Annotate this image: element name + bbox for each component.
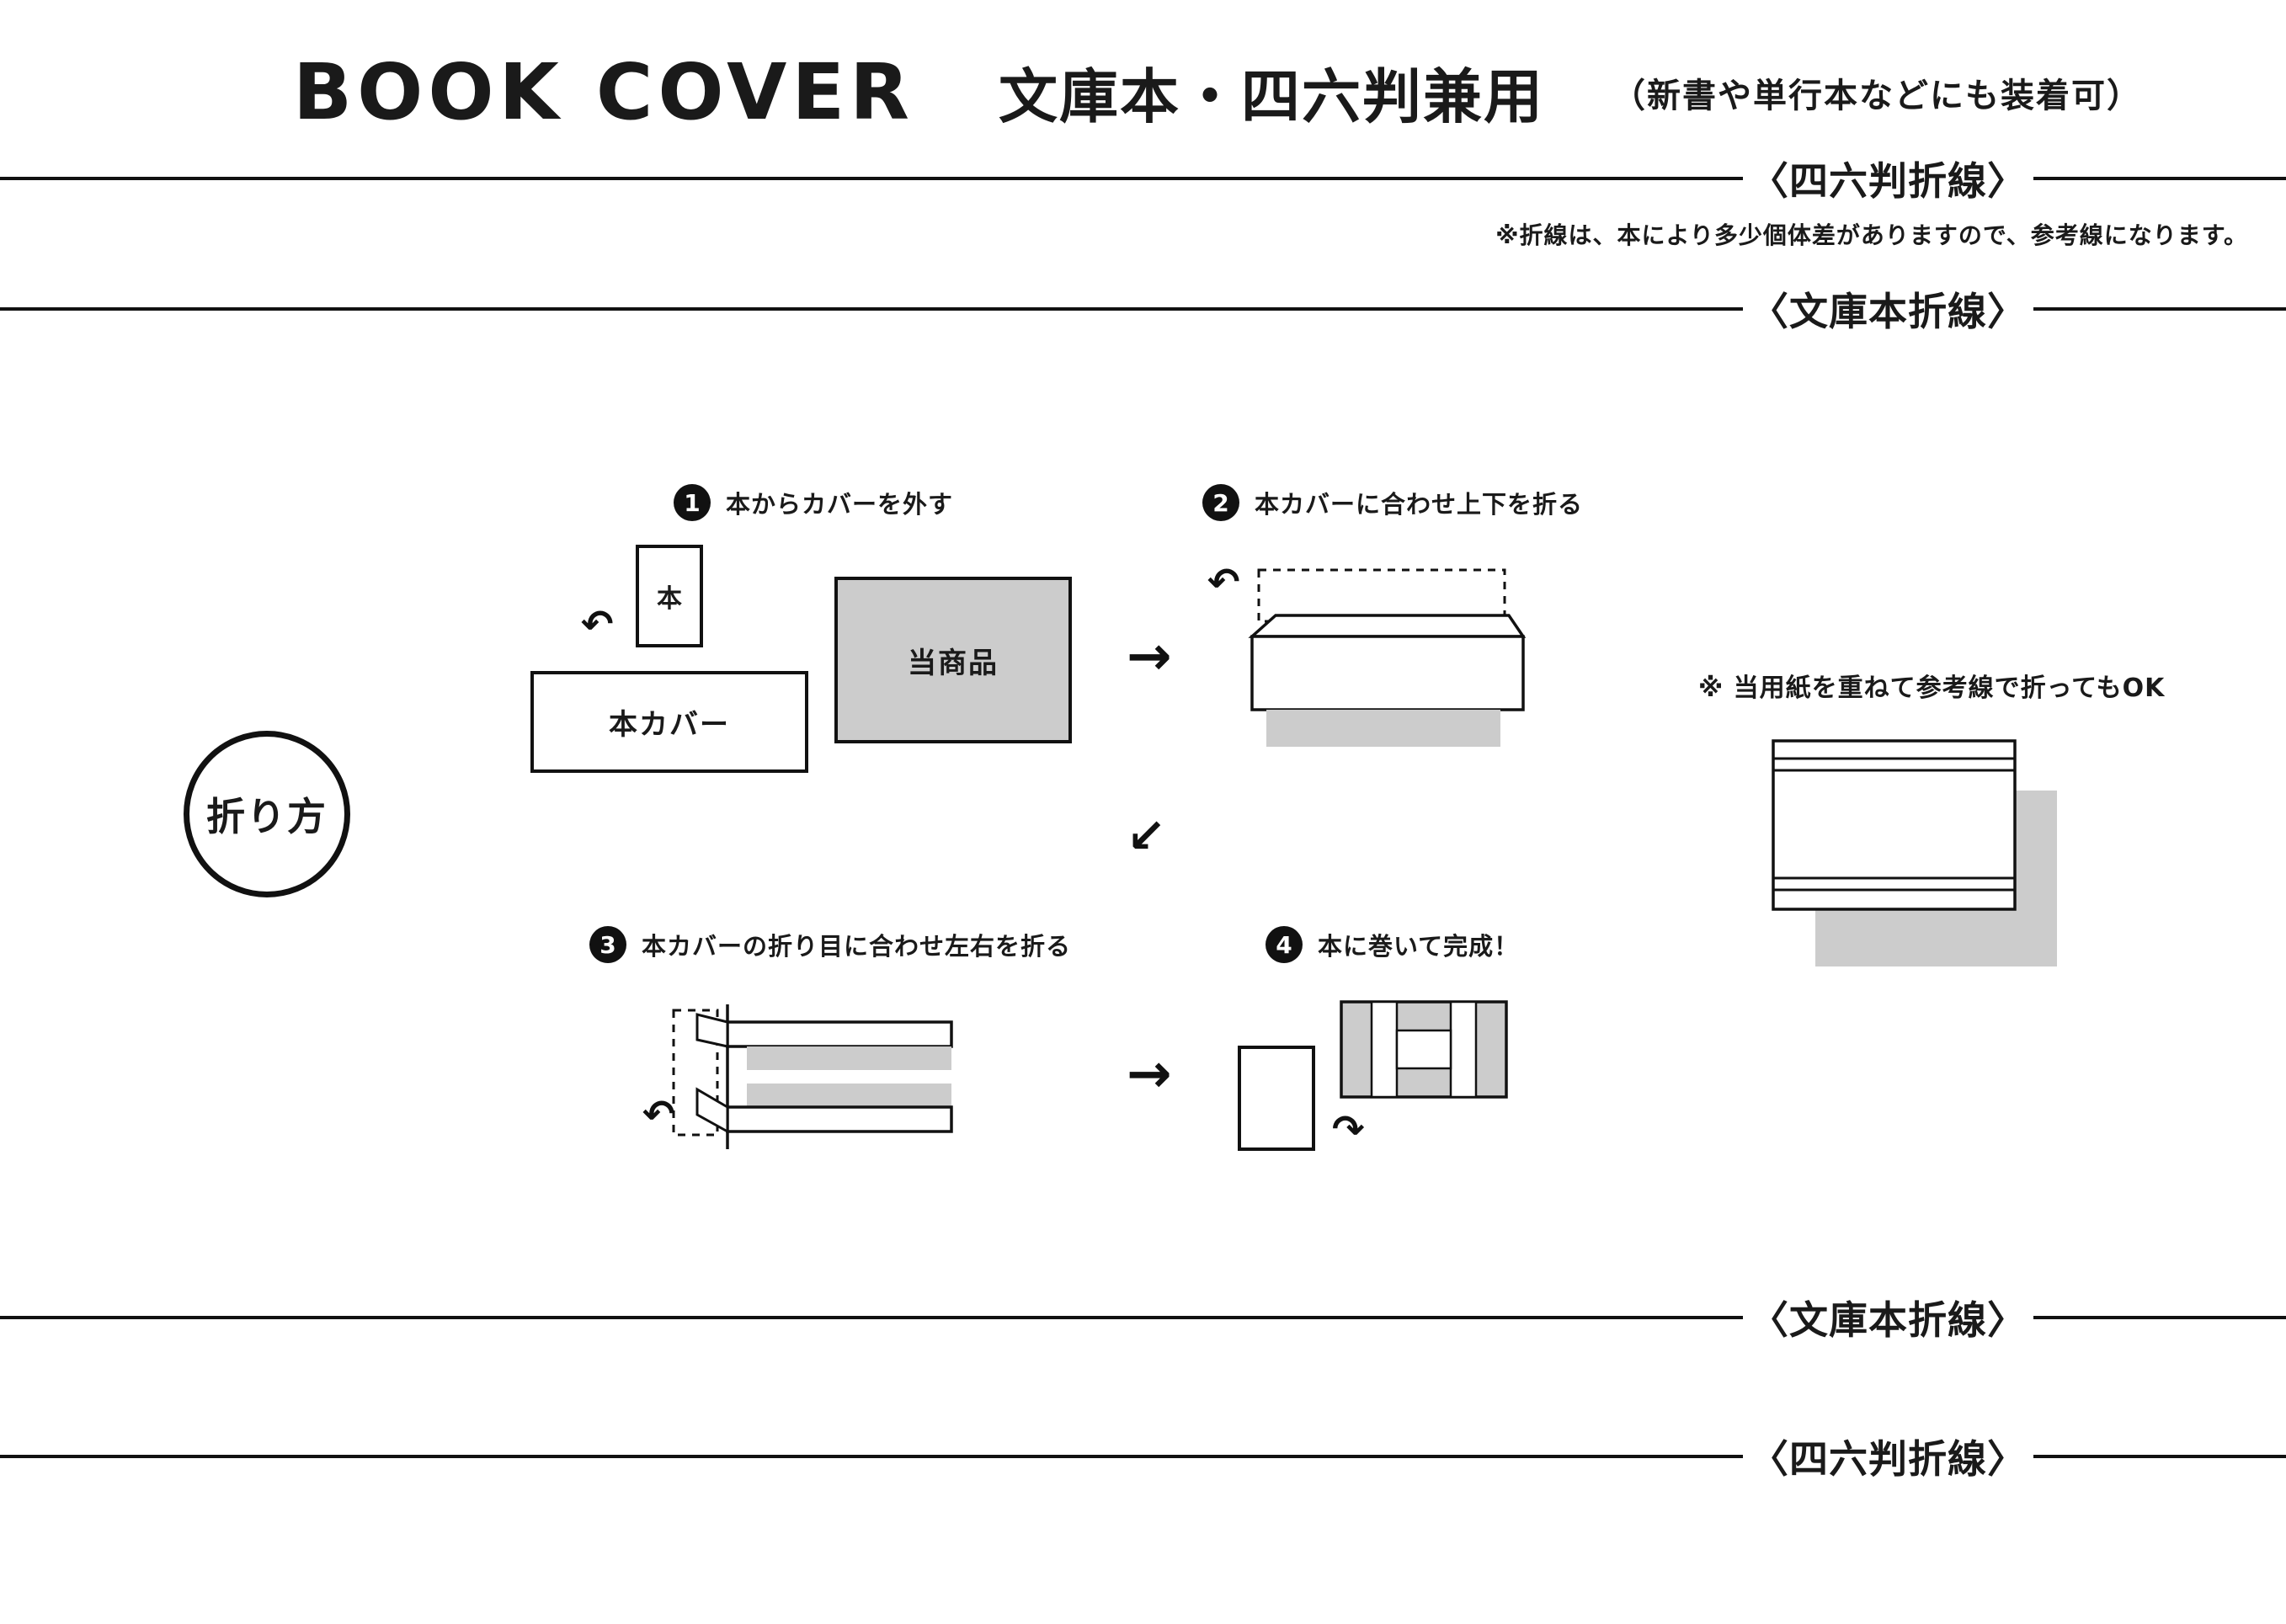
fold-line-rule <box>0 177 1743 180</box>
step-2-diagram <box>1248 568 1527 747</box>
step-4-number-badge: 4 <box>1266 926 1303 963</box>
top-strip-gray <box>747 1046 951 1070</box>
header: BOOK COVER 文庫本・四六判兼用 （新書や単行本などにも装着可） <box>293 47 2142 137</box>
book-cover-behind <box>1266 710 1500 747</box>
page-title-ja: 文庫本・四六判兼用 <box>999 62 1545 131</box>
arrow-right-icon: → <box>1127 626 1172 688</box>
fold-line-label: 〈文庫本折線〉 <box>1750 289 2027 334</box>
step-4-header: 4 本に巻いて完成！ <box>1266 926 1519 963</box>
fold-line-rule <box>0 1455 1743 1458</box>
stack-fold-note: ※ 当用紙を重ねて参考線で折ってもOK <box>1698 674 2166 703</box>
step-1-label: 本からカバーを外す <box>726 490 954 519</box>
left-flap-bottom <box>695 1087 729 1134</box>
step-2-header: 2 本カバーに合わせ上下を折る <box>1202 484 1583 521</box>
wrapped-white-stripe-left <box>1370 1000 1399 1099</box>
rotate-arrow-icon: ↷ <box>1332 1106 1365 1152</box>
rotate-arrow-icon: ↶ <box>642 1091 675 1137</box>
fold-line-rule <box>0 307 1743 311</box>
wrapped-spine-window <box>1395 1029 1452 1070</box>
fold-line-rule <box>2033 307 2286 311</box>
page-title-en: BOOK COVER <box>293 47 915 137</box>
left-flap-top <box>695 1013 729 1048</box>
fold-line-disclaimer: ※折線は、本により多少個体差がありますので、参考線になります。 <box>1495 221 2248 249</box>
top-strip-white <box>726 1020 953 1048</box>
folded-top-flap <box>1248 614 1527 638</box>
step-1-header: 1 本からカバーを外す <box>674 484 953 521</box>
fold-line-rule <box>0 1316 1743 1319</box>
fold-line-bunkobon-top: 〈文庫本折線〉 <box>0 287 2286 334</box>
fold-line-shirokuban-bottom: 〈四六判折線〉 <box>0 1435 2286 1482</box>
fold-line-label: 〈四六判折線〉 <box>1750 158 2027 204</box>
step-3-diagram <box>672 1004 953 1149</box>
step-1-number-badge: 1 <box>674 484 711 521</box>
page-subtitle: （新書や単行本などにも装着可） <box>1612 76 2143 115</box>
folded-cover-front <box>1772 739 2017 911</box>
stacked-sheets-diagram <box>1772 739 2057 966</box>
book-rect-plain <box>1238 1046 1315 1151</box>
how-to-fold-badge: 折り方 <box>184 731 350 897</box>
wrapped-white-stripe-right <box>1449 1000 1478 1099</box>
unfolded-position-dashed-outline <box>1257 568 1506 623</box>
wrapped-book-diagram <box>1340 1000 1508 1099</box>
fold-line-rule <box>2033 177 2286 180</box>
product-sheet-rect: 当商品 <box>834 577 1072 743</box>
step-2-label: 本カバーに合わせ上下を折る <box>1255 490 1584 519</box>
arrow-right-icon: → <box>1127 1043 1172 1105</box>
step-3-number-badge: 3 <box>589 926 626 963</box>
fold-line-label: 〈文庫本折線〉 <box>1750 1297 2027 1343</box>
step-3-header: 3 本カバーの折り目に合わせ左右を折る <box>589 926 1071 963</box>
rotate-arrow-icon: ↶ <box>581 601 614 647</box>
book-rect: 本 <box>636 545 703 647</box>
book-cover-rect: 本カバー <box>530 671 808 773</box>
arrow-down-left-icon: ↙ <box>1127 809 1166 864</box>
fold-line-label: 〈四六判折線〉 <box>1750 1436 2027 1482</box>
fold-line-rule <box>2033 1316 2286 1319</box>
fold-line-rule <box>2033 1455 2286 1458</box>
bottom-strip-white <box>726 1105 953 1133</box>
fold-line-shirokuban-top: 〈四六判折線〉 <box>0 157 2286 204</box>
sheet-body <box>1250 635 1525 711</box>
bottom-strip-gray <box>747 1084 951 1107</box>
step-3-label: 本カバーの折り目に合わせ左右を折る <box>642 932 1072 961</box>
fold-target-dashed-outline <box>672 1009 719 1137</box>
step-4-label: 本に巻いて完成！ <box>1318 932 1520 961</box>
rotate-arrow-icon: ↶ <box>1207 559 1240 604</box>
step-2-number-badge: 2 <box>1202 484 1239 521</box>
fold-line-bunkobon-bottom: 〈文庫本折線〉 <box>0 1296 2286 1343</box>
